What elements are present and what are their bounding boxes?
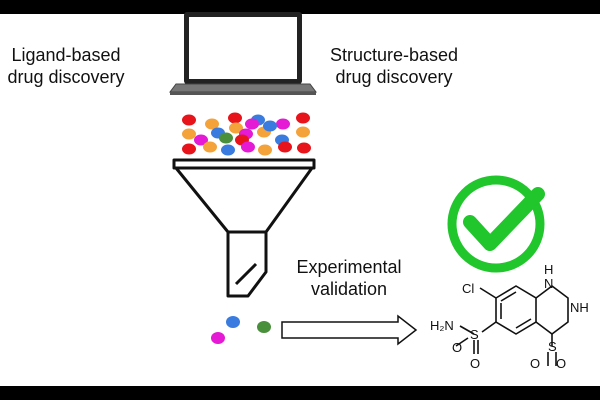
funnel-icon: [172, 158, 316, 298]
mol-o-1: O: [452, 340, 462, 355]
selected-molecules: [211, 316, 271, 344]
molecule-dot-magenta: [245, 118, 259, 130]
molecule-dot-magenta: [241, 141, 255, 153]
mol-s-left: S: [470, 327, 479, 342]
structure-line-2: drug discovery: [335, 67, 453, 87]
mol-s-right: S: [548, 339, 557, 354]
mol-o-3: O: [530, 356, 540, 371]
molecule-dot-magenta: [194, 134, 208, 146]
ligand-line-1: Ligand-based: [11, 45, 121, 65]
selected-dot-magenta: [211, 332, 225, 344]
experimental-validation-label: Experimental validation: [290, 256, 408, 300]
checkmark-icon: [447, 175, 545, 273]
molecule-dot-red: [182, 114, 196, 126]
molecule-dot-blue: [263, 120, 277, 132]
molecule-dot-red: [228, 112, 242, 124]
molecule-dot-orange: [258, 144, 272, 156]
ligand-based-label: Ligand-based drug discovery: [4, 44, 128, 88]
molecule-dots-pool: [182, 112, 311, 156]
molecule-labels: Cl H N NH H₂N S S O O O O: [430, 262, 589, 371]
molecule-dot-red: [182, 143, 196, 155]
structure-based-label: Structure-based drug discovery: [328, 44, 460, 88]
molecule-dot-orange: [182, 128, 196, 140]
molecule-dot-red: [278, 141, 292, 153]
exp-line-1: Experimental: [296, 257, 402, 277]
molecule-dot-blue: [221, 144, 235, 156]
arrow-icon: [281, 314, 418, 346]
molecule-dot-green: [219, 132, 233, 144]
molecule-dot-orange: [296, 126, 310, 138]
mol-cl: Cl: [462, 281, 474, 296]
ligand-line-2: drug discovery: [7, 67, 125, 87]
molecule-dot-orange: [205, 118, 219, 130]
mol-nh2: H₂N: [430, 318, 454, 333]
mol-nh-right: NH: [570, 300, 589, 315]
mol-o-4: O: [556, 356, 566, 371]
exp-line-2: validation: [310, 279, 388, 299]
molecule-structure: [455, 285, 569, 366]
molecule-dot-orange: [203, 141, 217, 153]
laptop-icon: [169, 12, 317, 95]
selected-dot-green: [257, 321, 271, 333]
molecule-dot-orange: [229, 122, 243, 134]
selected-dot-blue: [226, 316, 240, 328]
molecule-dot-magenta: [276, 118, 290, 130]
mol-n-top: N: [544, 276, 553, 291]
mol-h-top: H: [544, 262, 553, 277]
molecule-dot-red: [297, 142, 311, 154]
mol-o-2: O: [470, 356, 480, 371]
structure-line-1: Structure-based: [329, 45, 459, 65]
molecule-dot-red: [296, 112, 310, 124]
